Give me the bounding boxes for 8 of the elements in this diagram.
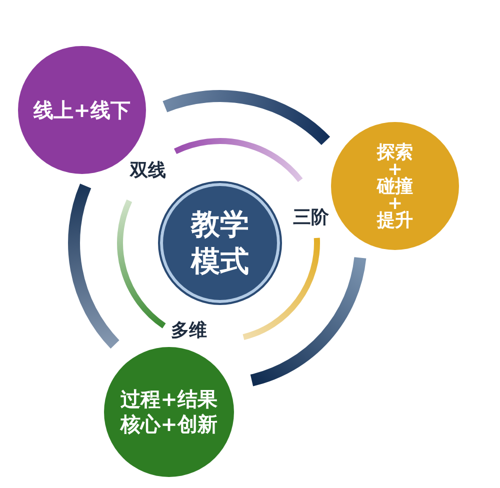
node-label: 过程+结果 — [120, 387, 218, 412]
ring-label: 三阶 — [293, 208, 329, 228]
node-label: 线上+线下 — [34, 98, 130, 122]
node-label: 教学模式 — [190, 206, 250, 280]
node-label: 核心+创新 — [120, 412, 218, 437]
node-label: 探索+碰撞+提升 — [377, 144, 413, 228]
ring-label: 多维 — [171, 321, 207, 341]
ring-label: 双线 — [130, 161, 166, 181]
